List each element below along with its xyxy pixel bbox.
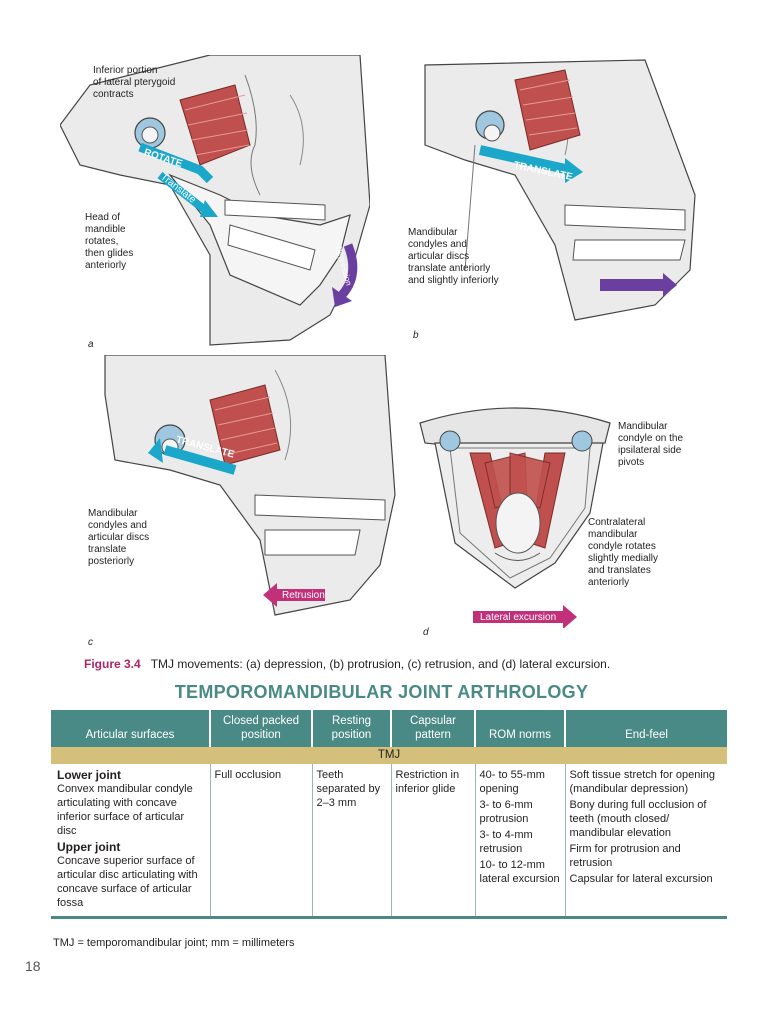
section-row: TMJ [51, 747, 727, 764]
cell-capsular-pattern: Restriction in inferior glide [390, 764, 475, 918]
lateral-pterygoid-muscle [209, 384, 281, 466]
retrusion-arrow [275, 589, 325, 601]
header-resting-position: Resting position [311, 710, 391, 747]
cell-rom-norms: 40- to 55-mm opening 3- to 6-mm protrusi… [474, 764, 565, 918]
label-ipsilateral: Mandibular condyle on the ipsilateral si… [618, 421, 684, 468]
panel-d-illustration [419, 407, 611, 628]
end-feel-protrusion: Firm for protrusion and retrusion [569, 843, 681, 869]
label-head-of-mandible: Head of mandible rotates, then glides an… [85, 212, 134, 271]
header-capsular-pattern: Capsular pattern [390, 710, 475, 747]
table-title: TEMPOROMANDIBULAR JOINT ARTHROLOGY [174, 682, 589, 702]
panel-a-illustration [60, 55, 370, 346]
panel-letter-a: a [88, 339, 94, 350]
figure-caption: Figure 3.4 TMJ movements: (a) depression,… [84, 657, 610, 671]
section-tmj: TMJ [51, 747, 727, 764]
upper-joint-heading: Upper joint [57, 840, 121, 854]
arthrology-table: Articular surfaces Closed packed positio… [51, 710, 727, 919]
panel-letter-c: c [88, 637, 93, 648]
table-footnote: TMJ = temporomandibular joint; mm = mill… [53, 937, 295, 949]
panel-b-illustration [424, 59, 696, 321]
protrusion-arrow [600, 279, 665, 291]
header-articular-surfaces: Articular surfaces [51, 710, 210, 747]
lateral-excursion-arrow [473, 611, 565, 623]
header-end-feel: End-feel [564, 710, 727, 747]
panel-b-protrusion: TRANSLATE Mandibular condyles and articu… [405, 55, 705, 350]
rom-lateral-excursion: 10- to 12-mm lateral excursion [479, 859, 560, 885]
cell-resting-position: Teeth separated by 2–3 mm [311, 764, 391, 918]
protrusion-arrow-label: Protrusion [617, 334, 663, 345]
figure-caption-text: TMJ movements: (a) depression, (b) protr… [150, 657, 611, 671]
cell-closed-packed: Full occlusion [209, 764, 312, 918]
upper-joint-text: Concave superior surface of articular di… [57, 855, 198, 909]
label-condyles-c: Mandibular condyles and articular discs … [88, 508, 150, 567]
table-row: Lower joint Convex mandibular condyle ar… [51, 764, 727, 918]
header-closed-packed: Closed packed position [209, 710, 312, 747]
lower-joint-heading: Lower joint [57, 768, 121, 782]
end-feel-occlusion: Bony during full occlusion of teeth (mou… [569, 799, 707, 839]
label-lateral-pterygoid: Inferior portion of lateral pterygoid co… [93, 65, 176, 100]
translate-arrow [157, 171, 208, 214]
figure-label: Figure 3.4 [84, 657, 141, 671]
translate-arrow [478, 145, 572, 175]
panel-letter-b: b [413, 330, 419, 341]
end-feel-lateral: Capsular for lateral excursion [569, 873, 713, 885]
rotate-arrow [138, 142, 214, 184]
label-condyles-b: Mandibular condyles and articular discs … [408, 227, 499, 286]
table-header-row: Articular surfaces Closed packed positio… [51, 710, 727, 747]
depression-arrow [338, 243, 358, 299]
page-number: 18 [25, 958, 41, 974]
lateral-pterygoid-muscle [179, 84, 251, 166]
panel-c-illustration [104, 355, 396, 616]
end-feel-opening: Soft tissue stretch for opening (mandibu… [569, 769, 716, 795]
panel-letter-d: d [423, 627, 429, 638]
panel-c-retrusion: TRANSLATE Mandibular condyles and articu… [60, 355, 400, 650]
rom-opening: 40- to 55-mm opening [479, 769, 545, 795]
rom-protrusion: 3- to 6-mm protrusion [479, 799, 533, 825]
panel-a-depression: Inferior portion of lateral pterygoid co… [60, 55, 370, 350]
cell-articular-surfaces: Lower joint Convex mandibular condyle ar… [51, 764, 210, 918]
cell-end-feel: Soft tissue stretch for opening (mandibu… [564, 764, 727, 918]
panel-d-lateral-excursion: Mandibular condyle on the ipsilateral si… [415, 393, 715, 643]
lower-joint-text: Convex mandibular condyle articulating w… [57, 783, 193, 837]
lateral-excursion-arrow-label: Lateral excursion [480, 612, 557, 623]
header-rom-norms: ROM norms [474, 710, 565, 747]
retrusion-arrow-label: Retrusion [282, 590, 325, 601]
label-contralateral: Contralateral mandibular condyle rotates… [588, 517, 659, 588]
rom-retrusion: 3- to 4-mm retrusion [479, 829, 533, 855]
translate-arrow [163, 445, 237, 475]
